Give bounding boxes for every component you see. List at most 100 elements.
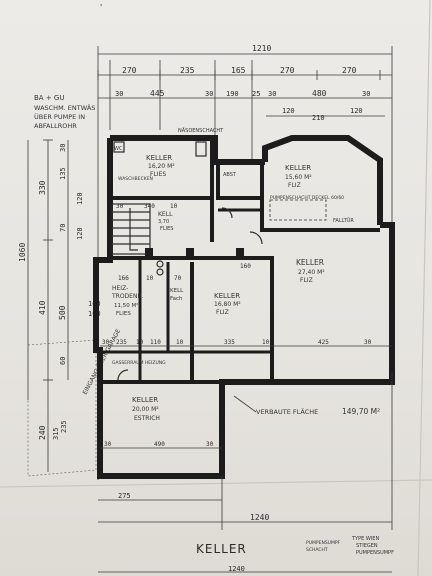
wash-label: WASCHBECKEN [118, 176, 153, 182]
room-area: 3,70 [158, 219, 169, 225]
corner-note-line: SCHACHT [306, 547, 328, 553]
column [186, 248, 194, 256]
left-dim: 240 [38, 425, 47, 440]
inner-dim: 30 [364, 339, 372, 346]
inner-dim: 10 [262, 339, 270, 346]
note-line: BA + GU [34, 94, 64, 102]
left-dim: 120 [76, 227, 84, 240]
toilet-fixture [195, 141, 207, 157]
inner-dim: 425 [318, 339, 329, 346]
top-dim: 235 [180, 66, 195, 75]
inner-dim: 110 [150, 339, 161, 346]
meter-label: GASSERRAUM HEIZUNG [112, 360, 166, 366]
left-dimensions: 1060 330 410 240 30 135 120 70 120 500 6… [18, 139, 122, 477]
top-dim: 30 [268, 90, 276, 98]
note-line: WASCHM. ENTWÄS [34, 103, 95, 112]
inner-dim: 235 [116, 339, 127, 346]
top-dim: 30 [115, 90, 123, 98]
left-dim: 500 [58, 305, 67, 320]
top-dim: 120 [282, 107, 295, 115]
inner-dim: 10 [176, 339, 184, 346]
room-name: KELLER [296, 258, 324, 267]
room-floor: FLIES [150, 171, 166, 178]
inner-dim: 10 [170, 203, 178, 210]
inner-walls [100, 138, 380, 384]
bottom-dim: 275 [118, 492, 131, 500]
built-area-label: VERBAUTE FLÄCHE [256, 407, 318, 416]
left-dim: 330 [38, 180, 47, 195]
inner-dim: 490 [154, 441, 165, 448]
room-floor: FLIES [160, 226, 173, 232]
left-dim: 410 [38, 300, 47, 315]
inner-dim: 335 [224, 339, 235, 346]
inner-dim: 10 [136, 339, 144, 346]
inner-dim: 30 [206, 441, 214, 448]
top-dim: 480 [312, 89, 327, 98]
top-dim: 270 [342, 66, 357, 75]
inner-dimensions: 30 340 10 166 10 70 160 30 235 10 110 10… [100, 203, 392, 449]
top-dim: 270 [280, 66, 295, 75]
plan-title: KELLER [196, 542, 247, 556]
inner-dim: 70 [174, 275, 182, 282]
room-name: ABST [223, 172, 237, 178]
room-name: KELLER [146, 154, 172, 162]
inner-dim: 30 [104, 441, 112, 448]
built-area-value: 149,70 M² [342, 407, 380, 416]
room-name: HEIZ- [112, 285, 128, 292]
pump-label: PUMPENSCHACHT DECKEL 60/60 [270, 195, 344, 201]
paper-fold [0, 479, 432, 488]
handwritten-note: BA + GU WASCHM. ENTWÄS ÜBER PUMPE IN ABF… [34, 94, 95, 130]
drain-fixture [156, 268, 164, 276]
room-area: 27,40 M² [298, 269, 325, 276]
door-swing [221, 207, 233, 219]
room-area: 20,00 M² [132, 406, 159, 413]
door-swing [249, 231, 263, 245]
room-name: KELLER [285, 164, 311, 172]
top-dim: 190 [226, 90, 239, 98]
room-labels: KELLER 16,20 M² FLIES KELLER 15,60 M² FL… [111, 127, 354, 422]
top-total-dim: 1210 [252, 44, 271, 53]
bottom-dimensions: 275 1240 1240 [98, 372, 393, 573]
room-name-2: TRODENR. [111, 293, 143, 300]
top-dim: 270 [122, 66, 137, 75]
left-dim: 135 [59, 167, 67, 180]
left-dim: 70 [59, 224, 67, 232]
room-name-2: Fach [170, 296, 183, 302]
room-floor: FLIZ [288, 182, 301, 189]
inner-dim: 166 [118, 275, 129, 282]
room-area: 15,60 M² [285, 174, 312, 181]
stray-mark: ' [100, 3, 102, 12]
pump-shaft [269, 199, 327, 221]
left-dim: 235 [60, 420, 68, 433]
room-area: 16,20 M² [148, 163, 175, 170]
inner-dim: 160 [240, 263, 251, 270]
room-name: KELLER [132, 396, 158, 404]
inner-dim: 30 [102, 339, 110, 346]
bottom-dim: 1240 [228, 565, 245, 573]
room-area: 16,80 M² [214, 301, 241, 308]
staircase [111, 203, 151, 255]
bay-wall [262, 135, 383, 225]
room-name: KELLER [214, 292, 240, 300]
top-dim: 30 [362, 90, 370, 98]
wc-fixture [113, 141, 125, 153]
room-floor: FLIZ [216, 309, 229, 316]
top-dim: 25 [252, 90, 260, 98]
top-dim: 210 [312, 114, 325, 122]
outer-walls [93, 135, 395, 479]
wall [110, 135, 265, 165]
room-floor: FLIZ [300, 277, 313, 284]
top-dim: 165 [231, 66, 246, 75]
garage-strip [27, 339, 97, 477]
room-name: WC [114, 146, 123, 152]
corner-note: TYPE WIEN STIEGEN PUMPENSUMPF PUMPENSUMP… [306, 536, 394, 556]
drain-fixture [156, 260, 164, 268]
wall [97, 379, 230, 479]
room-name: KELL [170, 288, 184, 294]
fallrohr-label: FALLTÜR [333, 217, 354, 224]
built-area-note: VERBAUTE FLÄCHE 149,70 M² [233, 395, 380, 416]
room-floor: ESTRICH [134, 415, 160, 422]
left-dim: 60 [59, 357, 67, 365]
